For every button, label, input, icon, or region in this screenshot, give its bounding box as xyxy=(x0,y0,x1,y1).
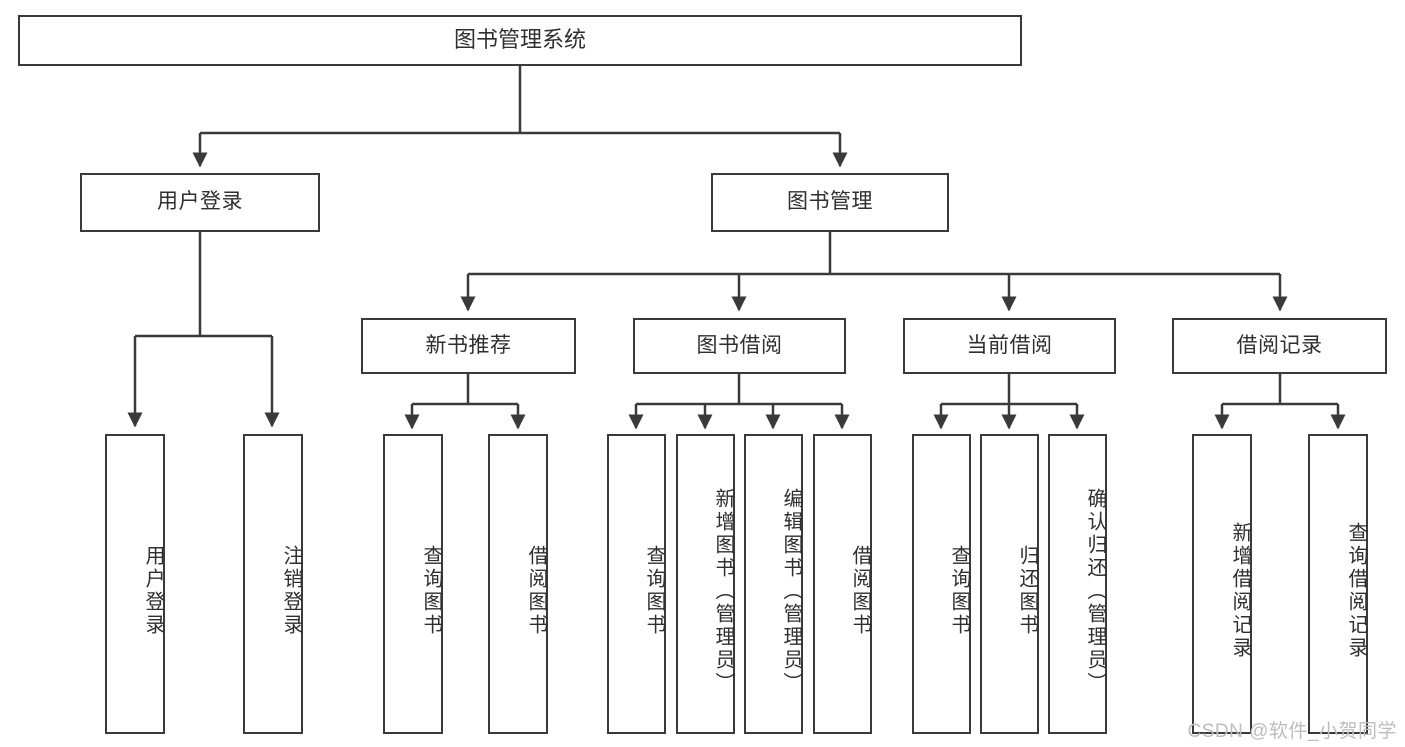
node-root[interactable]: 图书管理系统 xyxy=(18,15,1022,66)
leaf-user-login[interactable]: 用户登录 xyxy=(105,434,165,734)
leaf-confirm-return[interactable]: 确认归还（管理员） xyxy=(1048,434,1107,734)
node-user-login-label: 用户登录 xyxy=(157,190,243,214)
node-new-book-recommend[interactable]: 新书推荐 xyxy=(361,318,576,374)
leaf-query-book-2-label: 查询图书 xyxy=(643,545,665,637)
leaf-confirm-return-label: 确认归还（管理员） xyxy=(1084,487,1106,695)
leaf-logout-login-label: 注销登录 xyxy=(280,545,302,637)
leaf-query-book-2[interactable]: 查询图书 xyxy=(607,434,666,734)
node-user-login[interactable]: 用户登录 xyxy=(80,173,320,232)
leaf-add-record-label: 新增借阅记录 xyxy=(1229,522,1251,660)
leaf-return-book-label: 归还图书 xyxy=(1016,545,1038,637)
node-root-label: 图书管理系统 xyxy=(453,27,586,53)
leaf-borrow-book-2[interactable]: 借阅图书 xyxy=(813,434,872,734)
leaf-query-book-1[interactable]: 查询图书 xyxy=(383,434,443,734)
leaf-query-book-1-label: 查询图书 xyxy=(420,545,442,637)
leaf-return-book[interactable]: 归还图书 xyxy=(980,434,1039,734)
node-current-borrow-label: 当前借阅 xyxy=(966,333,1053,357)
leaf-logout-login[interactable]: 注销登录 xyxy=(243,434,303,734)
node-borrow-record-label: 借阅记录 xyxy=(1236,333,1323,357)
leaf-borrow-book-2-label: 借阅图书 xyxy=(849,545,871,637)
node-book-borrow-label: 图书借阅 xyxy=(696,333,783,357)
leaf-add-record[interactable]: 新增借阅记录 xyxy=(1192,434,1252,734)
node-new-book-recommend-label: 新书推荐 xyxy=(425,333,512,357)
leaf-borrow-book-1[interactable]: 借阅图书 xyxy=(488,434,548,734)
node-current-borrow[interactable]: 当前借阅 xyxy=(903,318,1116,374)
node-book-manage-label: 图书管理 xyxy=(787,190,873,214)
node-borrow-record[interactable]: 借阅记录 xyxy=(1172,318,1387,374)
leaf-query-book-3-label: 查询图书 xyxy=(948,545,970,637)
leaf-edit-book[interactable]: 编辑图书（管理员） xyxy=(744,434,803,734)
node-book-borrow[interactable]: 图书借阅 xyxy=(633,318,846,374)
leaf-add-book[interactable]: 新增图书（管理员） xyxy=(676,434,735,734)
leaf-query-book-3[interactable]: 查询图书 xyxy=(912,434,971,734)
leaf-add-book-label: 新增图书（管理员） xyxy=(712,487,734,695)
leaf-user-login-label: 用户登录 xyxy=(142,545,164,637)
leaf-query-record-label: 查询借阅记录 xyxy=(1345,522,1367,660)
leaf-query-record[interactable]: 查询借阅记录 xyxy=(1308,434,1368,734)
node-book-manage[interactable]: 图书管理 xyxy=(711,173,949,232)
leaf-borrow-book-1-label: 借阅图书 xyxy=(525,545,547,637)
leaf-edit-book-label: 编辑图书（管理员） xyxy=(780,487,802,695)
